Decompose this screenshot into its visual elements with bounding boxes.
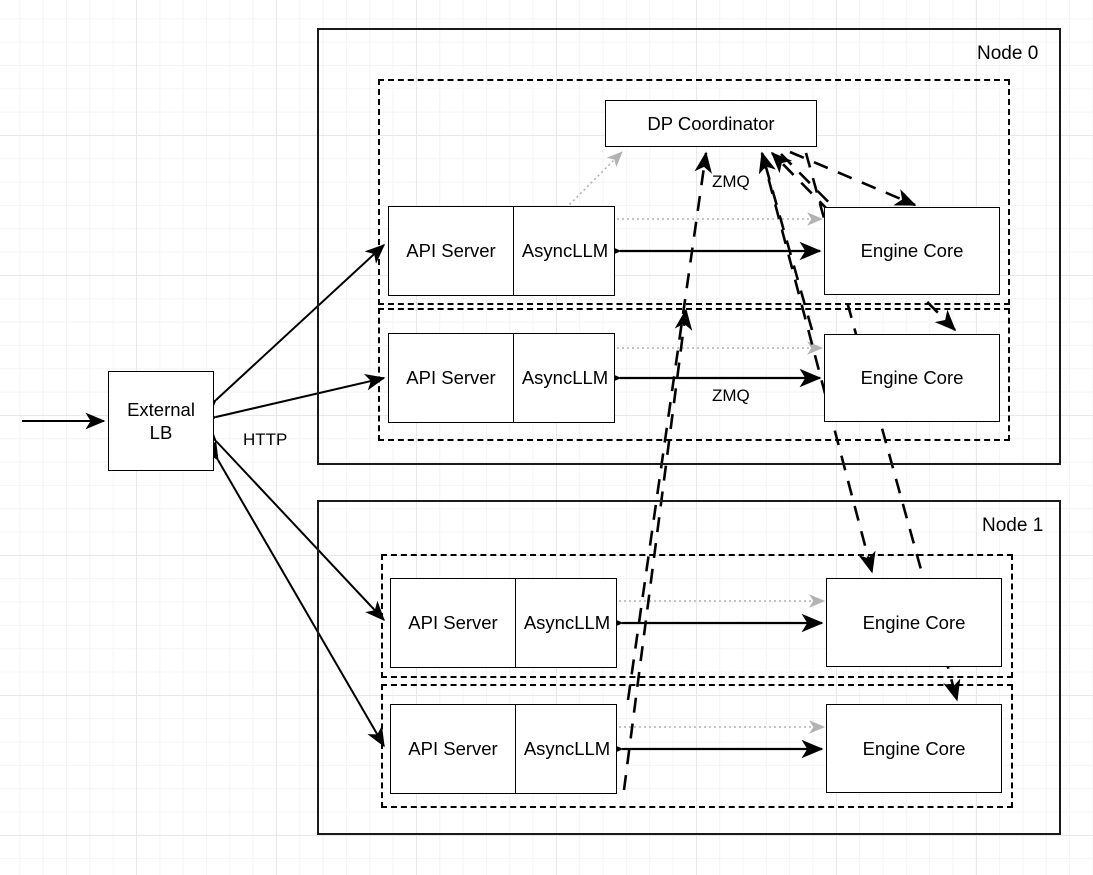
api-server-label: API Server <box>406 240 496 261</box>
node-1-rank-0-group <box>381 554 1013 678</box>
node-0-rank-0-api-server[interactable]: API Server <box>389 207 513 295</box>
node-1-rank-1-group <box>381 684 1013 808</box>
node-0-container <box>317 28 1061 465</box>
node-1-label: Node 1 <box>982 515 1044 536</box>
node-0-rank-1-async-llm[interactable]: AsyncLLM <box>513 334 616 422</box>
node-1-rank-0-async-llm[interactable]: AsyncLLM <box>515 579 618 667</box>
dp-coordinator-box[interactable]: DP Coordinator <box>605 100 817 147</box>
external-lb-box[interactable]: External LB <box>108 371 214 471</box>
async-llm-label: AsyncLLM <box>523 612 611 633</box>
external-lb-label-line2: LB <box>149 422 173 443</box>
node-0-rank-1-zmq-label: ZMQ <box>712 386 750 405</box>
node-1-rank-1-engine-core[interactable]: Engine Core <box>826 704 1002 793</box>
node-0-rank-0-engine-core[interactable]: Engine Core <box>824 207 1000 295</box>
engine-core-label: Engine Core <box>862 737 966 759</box>
api-server-label: API Server <box>406 367 496 388</box>
node-1-rank-0-engine-core[interactable]: Engine Core <box>826 578 1002 667</box>
node-1-rank-1-api-server[interactable]: API Server <box>391 705 515 793</box>
engine-core-label: Engine Core <box>862 611 966 633</box>
node-0-rank-1-api-server[interactable]: API Server <box>389 334 513 422</box>
node-0-rank-0-api-server-group[interactable]: API Server AsyncLLM <box>388 206 615 296</box>
async-llm-label: AsyncLLM <box>521 240 609 261</box>
api-server-label: API Server <box>408 738 498 759</box>
node-1-rank-0-api-server[interactable]: API Server <box>391 579 515 667</box>
node-1-rank-0-api-server-group[interactable]: API Server AsyncLLM <box>390 578 617 668</box>
node-0-rank-1-group <box>378 308 1010 441</box>
node-0-rank-0-async-llm[interactable]: AsyncLLM <box>513 207 616 295</box>
zmq-coordinator-label: ZMQ <box>712 172 750 191</box>
async-llm-label: AsyncLLM <box>521 367 609 388</box>
node-1-rank-1-api-server-group[interactable]: API Server AsyncLLM <box>390 704 617 794</box>
engine-core-label: Engine Core <box>860 240 964 262</box>
node-0-rank-1-engine-core[interactable]: Engine Core <box>824 334 1000 422</box>
external-lb-label-line1: External <box>127 398 195 420</box>
node-1-container <box>317 500 1061 835</box>
node-0-label: Node 0 <box>977 43 1039 64</box>
api-server-label: API Server <box>408 612 498 633</box>
async-llm-label: AsyncLLM <box>523 738 611 759</box>
engine-core-label: Engine Core <box>860 367 964 389</box>
node-0-rank-0-group <box>378 79 1010 305</box>
dp-coordinator-label: DP Coordinator <box>647 112 775 134</box>
node-0-rank-1-api-server-group[interactable]: API Server AsyncLLM <box>388 333 615 423</box>
http-edge-label: HTTP <box>243 430 288 449</box>
node-1-rank-1-async-llm[interactable]: AsyncLLM <box>515 705 618 793</box>
